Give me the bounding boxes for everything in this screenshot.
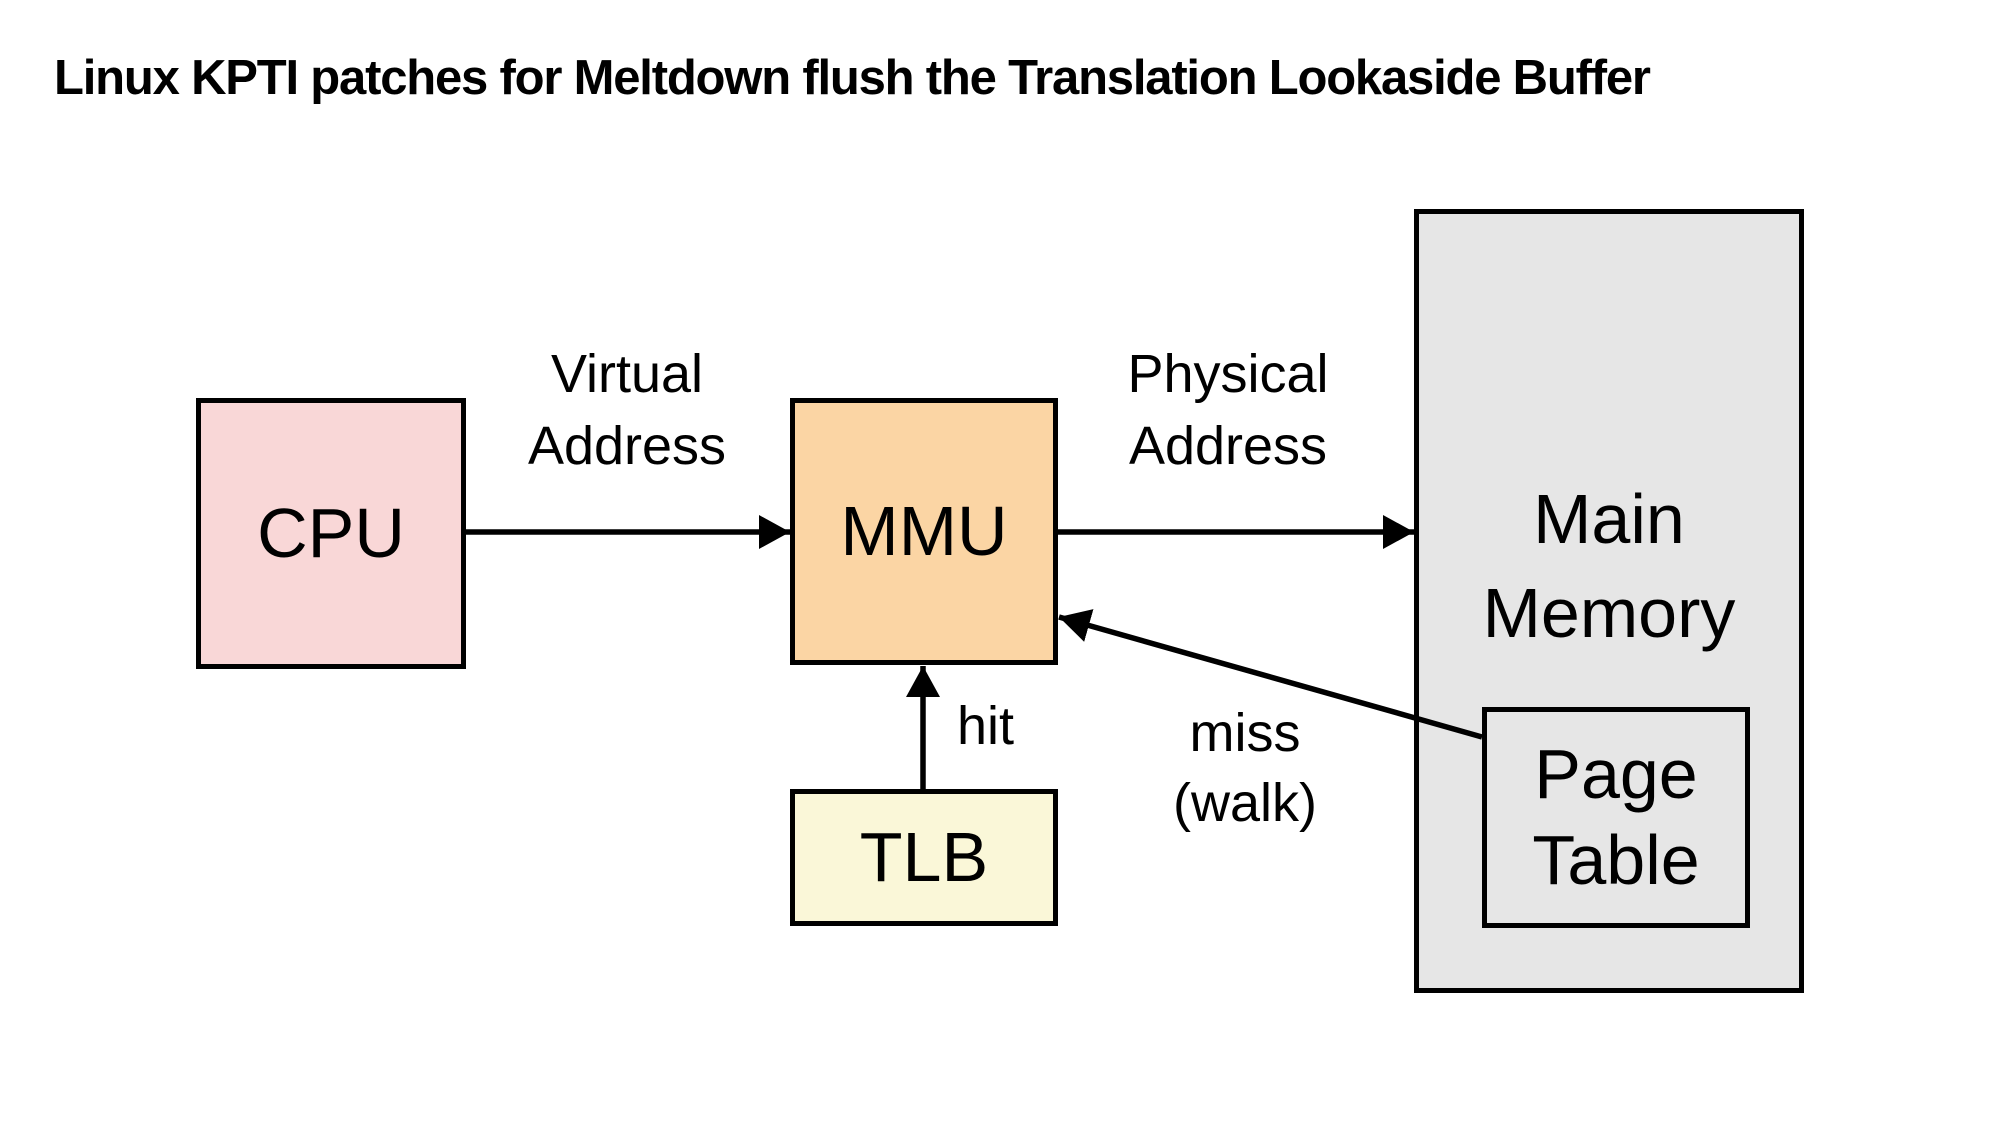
diagram-title: Linux KPTI patches for Meltdown flush th…	[54, 51, 1651, 105]
node-main-memory: Main Memory Page Table	[1414, 209, 1804, 993]
node-cpu: CPU	[196, 398, 466, 669]
edge-label-physical-address: Physical Address	[1127, 344, 1329, 476]
edge-label-miss: miss (walk)	[1173, 703, 1317, 833]
node-mmu-label: MMU	[840, 492, 1008, 570]
node-cpu-label: CPU	[257, 494, 405, 572]
node-page-table: Page Table	[1482, 707, 1750, 928]
node-page-table-label: Page Table	[1532, 735, 1700, 899]
node-mmu: MMU	[790, 398, 1058, 665]
node-tlb-label: TLB	[859, 818, 989, 896]
node-tlb: TLB	[790, 789, 1058, 926]
edge-label-hit: hit	[957, 696, 1015, 756]
node-main-memory-label: Main Memory	[1482, 480, 1736, 652]
edge-label-virtual-address: Virtual Address	[527, 344, 727, 476]
